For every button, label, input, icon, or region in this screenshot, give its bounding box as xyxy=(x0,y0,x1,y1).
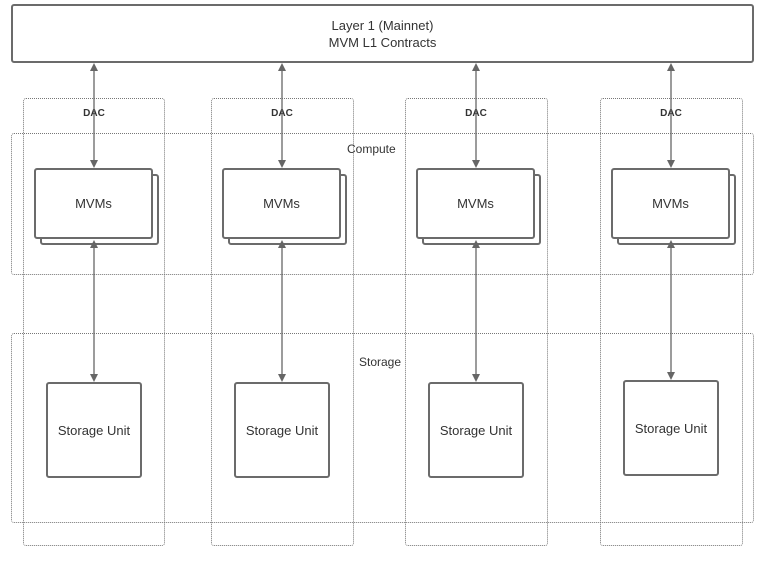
storage-unit-1: Storage Unit xyxy=(46,382,142,478)
storage-unit-3: Storage Unit xyxy=(428,382,524,478)
storage-unit-label: Storage Unit xyxy=(57,422,131,438)
storage-unit-label: Storage Unit xyxy=(634,420,708,436)
storage-unit-label: Storage Unit xyxy=(439,422,513,438)
storage-unit-2: Storage Unit xyxy=(234,382,330,478)
storage-region xyxy=(11,333,754,523)
mvm-box: MVMs xyxy=(34,168,153,239)
mvm-label: MVMs xyxy=(75,196,112,211)
storage-label: Storage xyxy=(359,355,402,369)
mvm-box: MVMs xyxy=(611,168,730,239)
storage-unit-4: Storage Unit xyxy=(623,380,719,476)
layer1-box: Layer 1 (Mainnet) MVM L1 Contracts xyxy=(11,4,754,63)
mvm-label: MVMs xyxy=(457,196,494,211)
mvm-label: MVMs xyxy=(263,196,300,211)
compute-region xyxy=(11,133,754,275)
mvm-label: MVMs xyxy=(652,196,689,211)
mvm-stack-2: MVMs xyxy=(222,168,348,246)
storage-unit-label: Storage Unit xyxy=(245,422,319,438)
mvm-stack-4: MVMs xyxy=(611,168,737,246)
layer1-subtitle: MVM L1 Contracts xyxy=(328,34,437,50)
compute-label: Compute xyxy=(347,142,396,156)
layer1-title: Layer 1 (Mainnet) xyxy=(331,17,434,33)
mvm-stack-3: MVMs xyxy=(416,168,542,246)
mvm-box: MVMs xyxy=(222,168,341,239)
mvm-stack-1: MVMs xyxy=(34,168,160,246)
mvm-box: MVMs xyxy=(416,168,535,239)
